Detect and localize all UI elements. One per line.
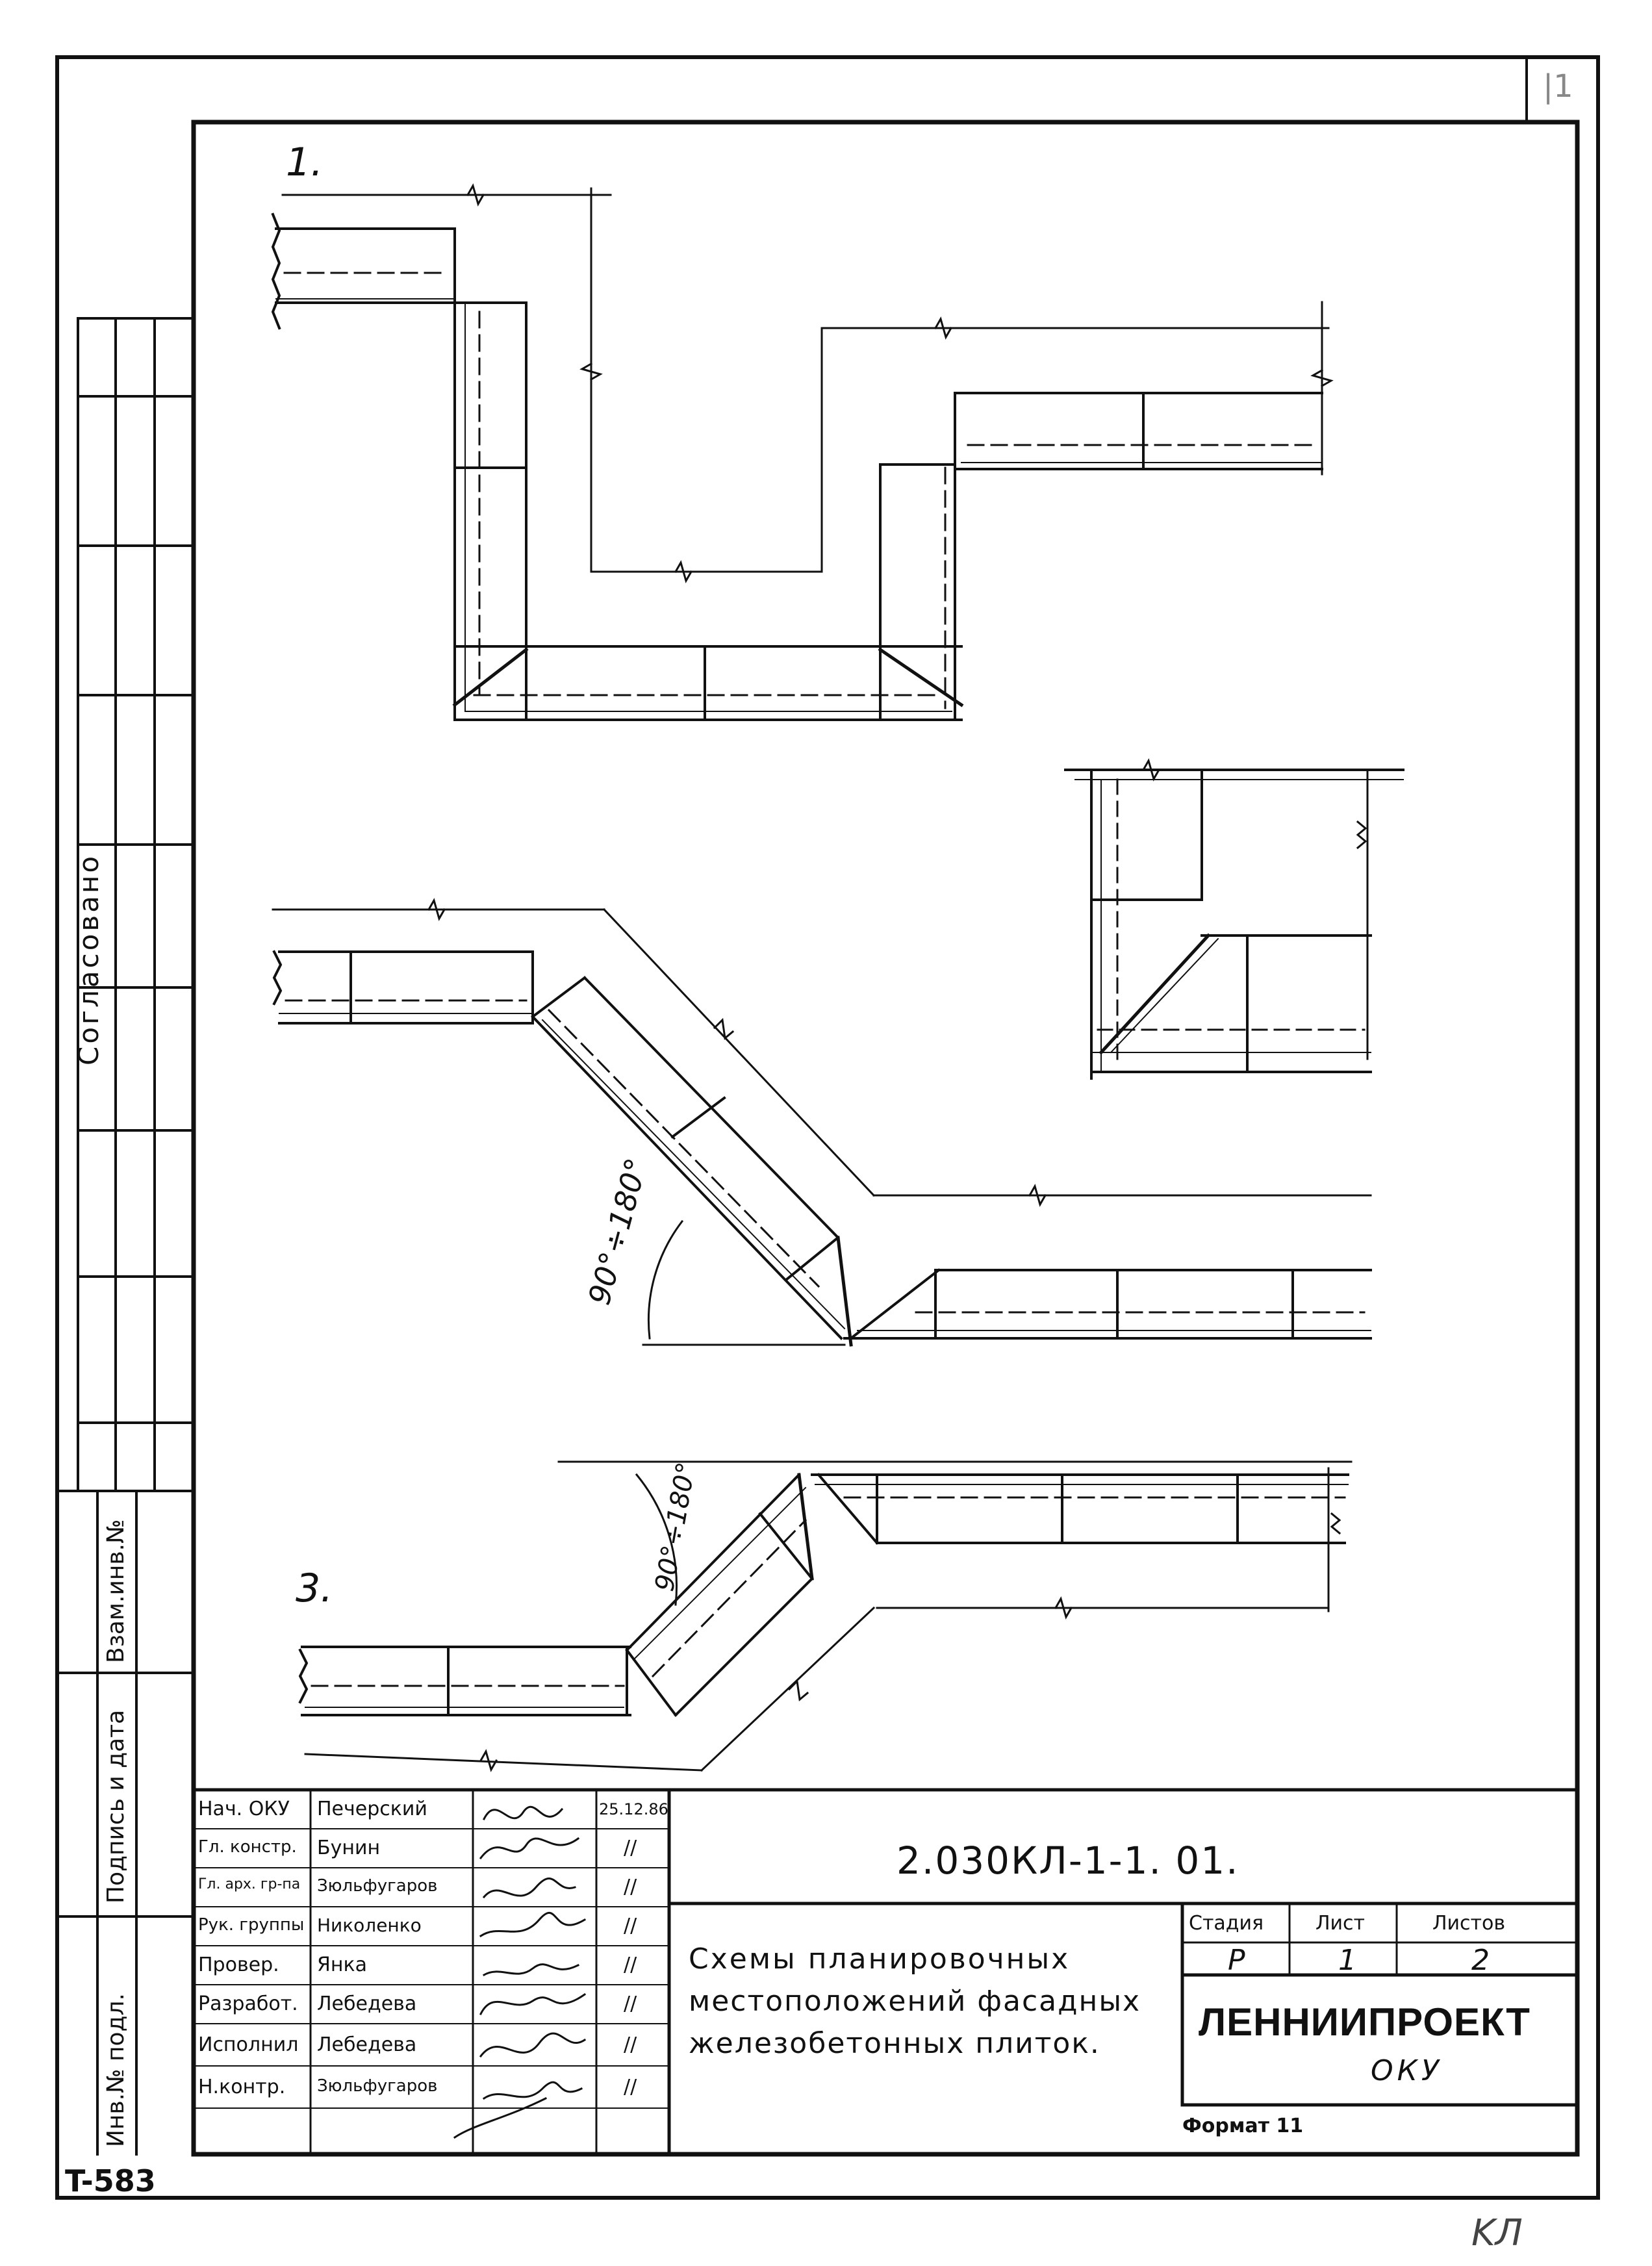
- stamp-mark-3: //: [624, 1915, 637, 1937]
- sheet-header: Лист: [1315, 1912, 1366, 1935]
- inv-original-label: Инв.№ подл.: [103, 1993, 129, 2147]
- bottom-corner-mark: KЛ: [1471, 2212, 1523, 2254]
- stamp-name-0: Печерский: [317, 1798, 427, 1820]
- stamp-mark-2: //: [624, 1876, 637, 1898]
- sheets-value: 2: [1471, 1944, 1490, 1977]
- figure-3-label: 3.: [296, 1566, 333, 1611]
- stamp-name-5: Лебедева: [317, 1992, 417, 2015]
- replaced-inv-label: Взам.инв.№: [103, 1519, 129, 1663]
- stamp-mark-5: //: [624, 1992, 637, 2015]
- stamp-name-2: Зюльфугаров: [317, 1876, 438, 1896]
- stamp-role-3: Рук. группы: [198, 1915, 305, 1935]
- stamp-name-7: Зюльфугаров: [317, 2076, 438, 2096]
- title-line-1: Схемы планировочных: [689, 1942, 1071, 1976]
- sheets-header: Листов: [1432, 1912, 1506, 1935]
- side-strip-lines: [56, 317, 195, 2156]
- stage-header: Стадия: [1189, 1912, 1264, 1935]
- figure-1-label: 1.: [286, 140, 324, 185]
- stamp-name-1: Бунин: [317, 1837, 381, 1859]
- format-note: Формат 11: [1182, 2115, 1304, 2137]
- figure-3: [298, 1460, 1353, 1772]
- title-line-3: железобетонных плиток.: [689, 2027, 1100, 2060]
- stamp-role-2: Гл. арх. гр-па: [198, 1876, 301, 1892]
- stamp-role-1: Гл. констр.: [198, 1837, 297, 1857]
- stamp-name-4: Янка: [317, 1954, 367, 1976]
- stamp-role-7: Н.контр.: [198, 2076, 286, 2098]
- corner-tab: |1: [1543, 68, 1573, 105]
- stamp-mark-0: 25.12.86: [599, 1800, 668, 1818]
- department-name: ОКУ: [1371, 2054, 1443, 2087]
- stamp-mark-7: //: [624, 2076, 637, 2098]
- signatures: [453, 1805, 587, 2139]
- title-line-2: местоположений фасадных: [689, 1985, 1141, 2018]
- stamp-mark-4: //: [624, 1954, 637, 1976]
- figure-1: [271, 183, 1334, 721]
- signature-date-label: Подпись и дата: [103, 1709, 129, 1903]
- stage-value: Р: [1228, 1944, 1245, 1977]
- stamp-name-3: Николенко: [317, 1915, 422, 1936]
- stamp-role-4: Провер.: [198, 1954, 279, 1976]
- organization-name: ЛЕННИИПРОЕКТ: [1199, 2000, 1531, 2044]
- document-code: 2.030КЛ-1-1. 01.: [896, 1839, 1239, 1883]
- stamp-role-5: Разработ.: [198, 1992, 298, 2015]
- figure-angle-upper: [272, 898, 1372, 1347]
- frame-number: T-583: [65, 2163, 156, 2198]
- agreed-label: Согласовано: [73, 853, 105, 1065]
- stamp-role-0: Нач. ОКУ: [198, 1798, 290, 1820]
- figure-2: [1064, 758, 1404, 1080]
- sheet-value: 1: [1338, 1944, 1356, 1977]
- stamp-mark-1: //: [624, 1837, 637, 1859]
- stamp-name-6: Лебедева: [317, 2033, 417, 2056]
- title-block-lines: [192, 1788, 1579, 2156]
- stamp-role-6: Исполнил: [198, 2033, 299, 2056]
- stamp-mark-6: //: [624, 2033, 637, 2056]
- inner-frame: [191, 120, 1580, 2157]
- outer-border: [55, 55, 1600, 2200]
